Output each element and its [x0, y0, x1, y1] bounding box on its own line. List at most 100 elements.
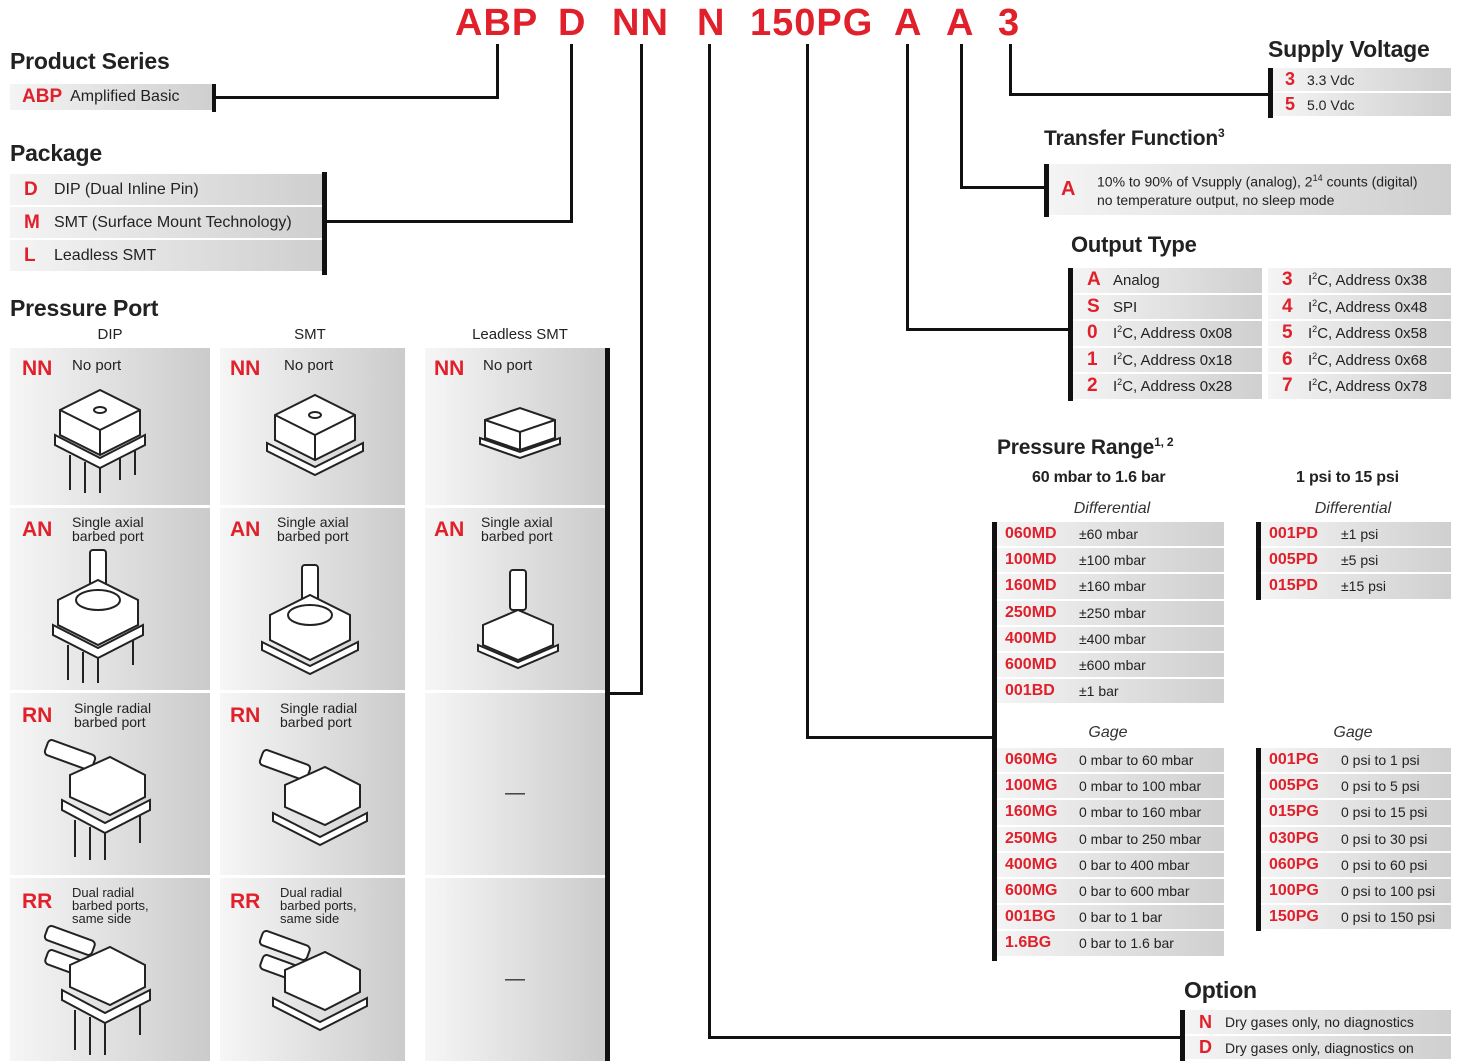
port-code-nn-leadless: NN — [434, 357, 465, 380]
port-label-an-leadless: Single axial barbed port — [481, 515, 553, 543]
output-left-desc-1: SPI — [1113, 298, 1137, 316]
output-left-pre-1: SPI — [1113, 298, 1138, 316]
supply-bar — [1268, 68, 1273, 118]
output-left-code-1: S — [1087, 295, 1100, 317]
range-diff-mbar-row-3: 250MD±250 mbar — [997, 600, 1224, 627]
range-gage-mbar-code-2: 160MG — [1005, 803, 1058, 821]
output-right-post-0: C, Address 0x38 — [1317, 272, 1428, 290]
pn-transfer: A — [946, 2, 975, 44]
range-diff-mbar-row-0: 060MD ±60 mbar — [997, 522, 1224, 549]
wire-series-v — [496, 44, 499, 98]
wire-package-h — [327, 220, 573, 223]
supply-row-5: 5 5.0 Vdc — [1273, 93, 1451, 118]
pn-option: N — [697, 2, 726, 44]
range-diff-mbar-desc-2: ±160 mbar — [1079, 578, 1146, 595]
package-code-d: D — [24, 178, 38, 200]
transfer-code-a: A — [1061, 178, 1076, 200]
range-diff-mbar-row-5: 600MD±600 mbar — [997, 652, 1224, 680]
sensor-dip-an-image — [52, 549, 144, 683]
wire-port-h — [610, 692, 643, 695]
output-left-pre-2: I — [1113, 325, 1118, 343]
port-label-nn-dip: No port — [72, 357, 122, 374]
output-right-sup-0: 2 — [1312, 271, 1318, 282]
output-right-desc-3: I2C, Address 0x68 — [1308, 351, 1427, 369]
range-gage-psi-desc-5: 0 psi to 100 psi — [1341, 883, 1436, 900]
range-gage-psi-code-1: 005PG — [1269, 777, 1319, 795]
output-right-pre-1: I — [1308, 298, 1313, 316]
port-bar — [605, 348, 610, 1061]
sensor-smt-nn-image — [266, 393, 364, 477]
range-diff-psi-row-1: 005PD±5 psi — [1261, 548, 1451, 575]
port-code-rn-dip: RN — [22, 704, 53, 727]
port-label-rn-dip-1: Single radial — [74, 700, 152, 716]
transfer-desc: 10% to 90% of Vsupply (analog), 214 coun… — [1097, 169, 1418, 211]
port-label-rr-dip-2: barbed ports, — [72, 898, 149, 913]
output-right-pre-4: I — [1308, 378, 1313, 396]
range-gage-mbar-code-0: 060MG — [1005, 751, 1058, 769]
output-left-code-4: 2 — [1087, 375, 1098, 397]
output-right-sup-4: 2 — [1312, 377, 1318, 388]
port-label-an-leadless-2: barbed port — [481, 528, 553, 544]
output-right-row-2: 5 I2C, Address 0x58 — [1268, 321, 1451, 348]
output-left-pre-4: I — [1113, 378, 1118, 396]
port-code-an-smt: AN — [230, 518, 261, 541]
option-desc-n: Dry gases only, no diagnostics — [1225, 1014, 1414, 1030]
output-left-row-1: S SPI — [1073, 294, 1262, 321]
port-col-leadless: Leadless SMT — [472, 326, 568, 343]
supply-desc-5: 5.0 Vdc — [1307, 96, 1355, 113]
wire-range-v — [806, 44, 809, 739]
pn-range: 150PG — [750, 2, 874, 44]
range-col-psi: 1 psi to 15 psi — [1296, 469, 1399, 486]
port-label-rn-smt-1: Single radial — [280, 700, 358, 716]
supply-row-3: 3 3.3 Vdc — [1273, 68, 1451, 93]
port-sep-1 — [10, 505, 605, 508]
wire-range-h — [806, 736, 992, 739]
range-diff-mbar-code-4: 400MD — [1005, 629, 1057, 647]
port-label-rn-dip: Single radial barbed port — [74, 701, 151, 729]
range-diff-mbar-desc-0: ±60 mbar — [1079, 526, 1139, 543]
port-label-rr-dip-3: same side — [72, 911, 132, 926]
product-series-desc: Amplified Basic — [70, 88, 180, 105]
port-code-rr-smt: RR — [230, 890, 261, 913]
output-right-code-3: 6 — [1282, 348, 1293, 370]
range-gage-psi-desc-2: 0 psi to 15 psi — [1341, 804, 1428, 821]
output-right-code-2: 5 — [1282, 322, 1293, 344]
range-gage-mbar-desc-3: 0 mbar to 250 mbar — [1079, 830, 1202, 847]
range-gage-psi-desc-1: 0 psi to 5 psi — [1341, 778, 1420, 795]
port-label-nn-leadless: No port — [483, 357, 533, 374]
option-title: Option — [1184, 977, 1257, 1003]
port-label-an-smt-1: Single axial — [277, 514, 349, 530]
output-right-pre-3: I — [1308, 351, 1313, 369]
output-left-desc-4: I2C, Address 0x28 — [1113, 377, 1232, 395]
pn-output: A — [894, 2, 923, 44]
wire-supply-v — [1009, 44, 1012, 96]
output-right-desc-2: I2C, Address 0x58 — [1308, 324, 1427, 342]
transfer-desc-line1: 10% to 90% of Vsupply (analog), 214 coun… — [1097, 169, 1418, 192]
range-differential-mbar: Differential — [1073, 500, 1151, 517]
range-gage-psi-desc-6: 0 psi to 150 psi — [1341, 909, 1436, 926]
range-diff-mbar-code-0: 060MD — [1005, 525, 1057, 543]
port-label-rr-smt: Dual radial barbed ports, same side — [280, 886, 357, 925]
transfer-line1b: counts (digital) — [1322, 173, 1418, 190]
wire-transfer-v — [960, 44, 963, 189]
option-row-n: N Dry gases only, no diagnostics — [1185, 1010, 1451, 1036]
output-right-desc-1: I2C, Address 0x48 — [1308, 298, 1427, 316]
port-column-leadless — [425, 348, 605, 1061]
transfer-line1sup: 14 — [1312, 172, 1323, 183]
wire-package-v — [570, 44, 573, 223]
sensor-dip-nn-image — [54, 388, 146, 493]
port-label-rr-dip: Dual radial barbed ports, same side — [72, 886, 149, 925]
range-diff-mbar-desc-5: ±600 mbar — [1079, 657, 1146, 674]
